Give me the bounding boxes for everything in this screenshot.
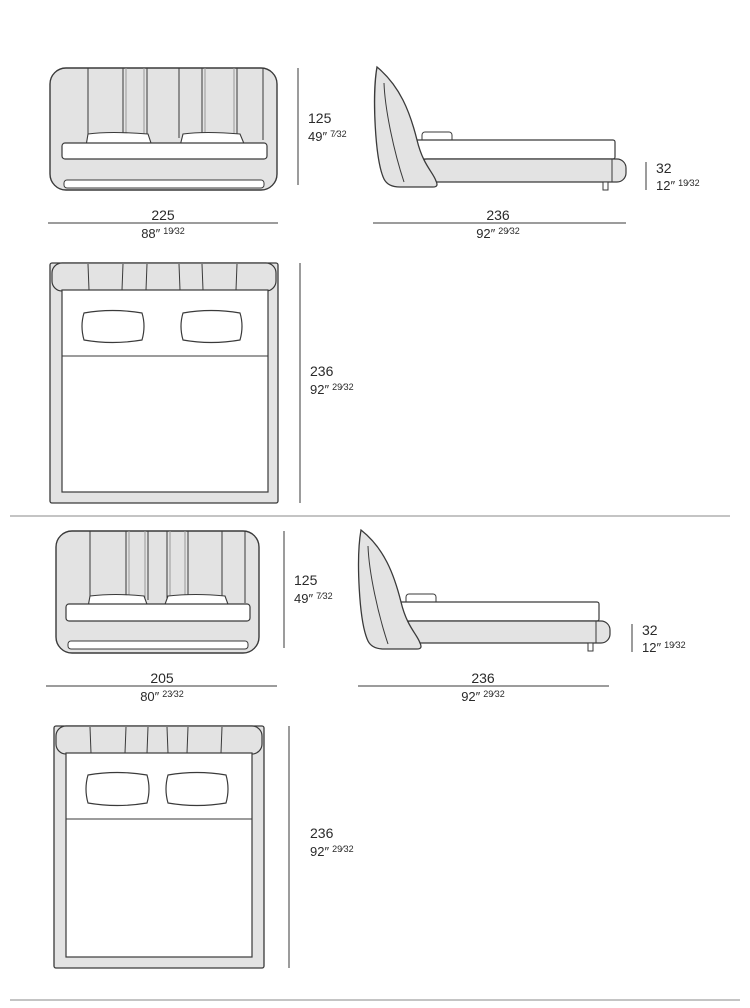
top-length-cm: 236 [310, 825, 334, 841]
front-height-in: 49″7⁄32 [308, 129, 347, 144]
top-view-205: 236 92″29⁄32 [53, 725, 354, 969]
front-height-in: 49″7⁄32 [294, 591, 333, 606]
front-width-in: 88″19⁄32 [141, 226, 185, 241]
side-length-in: 92″29⁄32 [461, 689, 505, 704]
version-225: 125 49″7⁄32 225 88″19⁄32 32 12″19⁄32 [48, 65, 700, 504]
front-width-cm: 225 [151, 207, 175, 223]
top-view-225: 236 92″29⁄32 [49, 262, 354, 504]
front-view-205: 125 49″7⁄32 205 80″23⁄32 [46, 530, 333, 704]
side-base-in: 12″19⁄32 [642, 640, 686, 655]
top-length-in: 92″29⁄32 [310, 382, 354, 397]
side-base-in: 12″19⁄32 [656, 178, 700, 193]
front-view-225: 125 49″7⁄32 225 88″19⁄32 [48, 67, 347, 241]
front-height-cm: 125 [294, 572, 318, 588]
side-length-cm: 236 [486, 207, 510, 223]
top-length-cm: 236 [310, 363, 334, 379]
top-length-in: 92″29⁄32 [310, 844, 354, 859]
front-width-in: 80″23⁄32 [140, 689, 184, 704]
side-length-in: 92″29⁄32 [476, 226, 520, 241]
front-width-cm: 205 [150, 670, 174, 686]
side-base-cm: 32 [656, 160, 672, 176]
side-length-cm: 236 [471, 670, 495, 686]
side-view-205: 32 12″19⁄32 236 92″29⁄32 [357, 528, 686, 704]
side-view-225: 32 12″19⁄32 236 92″29⁄32 [373, 65, 700, 241]
side-base-cm: 32 [642, 622, 658, 638]
front-height-cm: 125 [308, 110, 332, 126]
version-205: 125 49″7⁄32 205 80″23⁄32 32 12″19⁄32 [46, 528, 686, 969]
